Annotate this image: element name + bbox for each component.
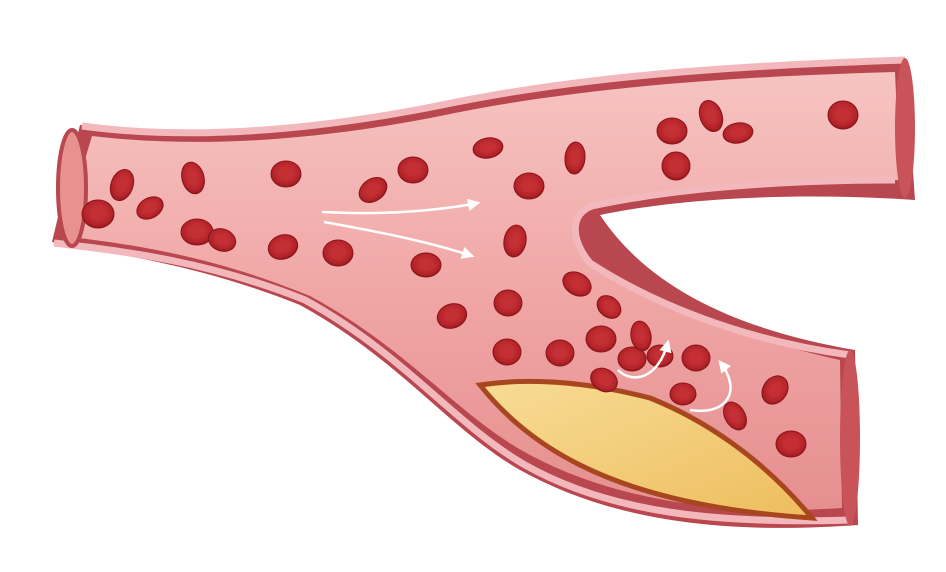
red-blood-cell [617,346,647,372]
endothelium-branch [571,176,896,359]
red-blood-cell [493,289,523,317]
red-blood-cell [180,218,214,246]
red-blood-cell [562,271,592,297]
flow-arrow [617,339,672,379]
red-blood-cell [656,117,688,145]
endothelium-top [81,56,906,137]
red-blood-cell [590,367,618,393]
red-blood-cell [585,325,617,353]
flow-arrow [689,360,732,413]
red-blood-cell [109,169,135,201]
red-blood-cell [827,100,859,130]
red-blood-cell [492,338,522,366]
flow-arrow [321,198,481,215]
vessel-end-bottom-right [840,350,860,526]
red-blood-cell [207,228,237,252]
red-blood-cell [513,172,545,200]
vessel-end-top-right [895,58,915,198]
endothelium-bottom [53,239,851,525]
red-blood-cell [472,137,504,159]
red-blood-cell [136,196,164,220]
red-blood-cell [397,156,429,184]
red-blood-cell [322,239,354,267]
flow-arrows [321,198,732,413]
red-blood-cell [775,430,807,458]
red-blood-cell [410,252,442,278]
red-blood-cells [81,100,859,458]
red-blood-cell [358,177,388,203]
red-blood-cell [596,295,622,319]
red-blood-cell [681,344,711,372]
red-blood-cell [270,160,302,188]
red-blood-cell [722,122,754,144]
red-blood-cell [630,320,652,352]
red-blood-cell [761,375,789,405]
flow-arrow [323,220,475,259]
vessel-end-left [56,128,88,248]
red-blood-cell [503,224,527,258]
red-blood-cell [669,382,697,406]
red-blood-cell [267,234,299,260]
red-blood-cell [564,141,586,175]
red-blood-cell [723,401,747,431]
red-blood-cell [661,151,691,181]
red-blood-cell [81,199,115,229]
red-blood-cell [436,303,468,329]
red-blood-cell [698,100,724,132]
red-blood-cell [181,161,205,195]
red-blood-cell [545,339,575,367]
